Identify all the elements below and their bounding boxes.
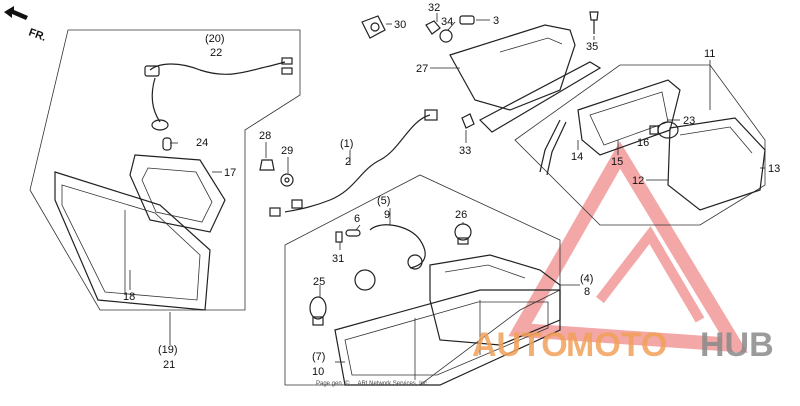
- screw-33: [461, 113, 475, 129]
- callout-6: 6: [354, 213, 360, 225]
- wire-leads-14: [539, 119, 567, 176]
- license-bracket-27: [449, 24, 576, 111]
- callout-18: 18: [123, 291, 135, 303]
- screw-35: [589, 11, 599, 34]
- socket-harness-9: [354, 224, 426, 291]
- bulb-26: [454, 223, 472, 245]
- callout-labels: 30 32 34 3 35 27 33 11 23 14 15 16 12 13…: [123, 2, 780, 378]
- watermark-moto: MOTO: [566, 326, 667, 364]
- front-direction-arrow: FR.: [4, 6, 48, 44]
- callout-17: 17: [224, 167, 236, 179]
- watermark-hub: HUB: [700, 326, 774, 364]
- callout-16: 16: [637, 137, 649, 149]
- lens-13: [667, 117, 766, 211]
- washer-29: [280, 173, 294, 187]
- callout-7: (7): [312, 351, 325, 363]
- callout-14: 14: [571, 151, 583, 163]
- left-assembly-boundary: [29, 29, 301, 311]
- callout-32: 32: [428, 2, 440, 14]
- right-assembly-boundary: [514, 64, 766, 226]
- callout-20: (20): [205, 33, 225, 45]
- watermark-logo: [508, 141, 748, 353]
- callout-8: 8: [584, 286, 590, 298]
- grommet-3: [459, 15, 475, 25]
- callout-25: 25: [313, 276, 325, 288]
- bulb-6: [345, 229, 361, 237]
- callout-9: 9: [384, 209, 390, 221]
- callout-27: 27: [416, 63, 428, 75]
- clip-30: [361, 15, 386, 39]
- callout-1: (1): [340, 138, 353, 150]
- callout-26: 26: [455, 209, 467, 221]
- bulb-23: [649, 121, 679, 139]
- bulb-24: [162, 137, 172, 151]
- callout-34: 34: [441, 16, 453, 28]
- watermark-text: AUTO MOTO HUB: [472, 326, 774, 364]
- callout-30: 30: [394, 19, 406, 31]
- callout-13: 13: [768, 163, 780, 175]
- bulb-25: [309, 296, 327, 326]
- callout-24: 24: [196, 137, 208, 149]
- callout-23: 23: [683, 115, 695, 127]
- callout-28: 28: [259, 130, 271, 142]
- copyright-text: Page gen. © ... ARI Network Services, In…: [316, 380, 429, 387]
- callout-31: 31: [332, 253, 344, 265]
- harness-2: [269, 109, 438, 217]
- bulb-31: [335, 231, 343, 243]
- callout-12: 12: [632, 175, 644, 187]
- housing-14: [577, 79, 681, 156]
- callout-19: (19): [158, 344, 178, 356]
- lens-18: [54, 171, 211, 311]
- callout-35: 35: [586, 41, 598, 53]
- callout-22: 22: [210, 47, 222, 59]
- leader-lines: [129, 13, 765, 363]
- callout-21: 21: [163, 359, 175, 371]
- socket-17: [129, 154, 226, 233]
- callout-10: 10: [312, 366, 324, 378]
- grommet-28: [259, 159, 275, 171]
- watermark-auto: AUTO: [472, 326, 568, 364]
- lens-10: [334, 289, 561, 386]
- nut-32: [425, 20, 441, 35]
- callout-11: 11: [704, 48, 715, 60]
- harness-22: [144, 57, 293, 131]
- callout-33: 33: [459, 145, 471, 157]
- front-direction-label: FR.: [27, 27, 48, 44]
- callout-5: (5): [377, 195, 390, 207]
- center-assembly-boundary: [284, 174, 561, 386]
- plate-bracket: [479, 61, 602, 133]
- callout-15: 15: [611, 156, 623, 168]
- callout-2: 2: [345, 156, 351, 168]
- grommet-34: [439, 29, 453, 43]
- callout-4: (4): [580, 273, 593, 285]
- callout-29: 29: [281, 145, 293, 157]
- callout-3: 3: [493, 15, 499, 27]
